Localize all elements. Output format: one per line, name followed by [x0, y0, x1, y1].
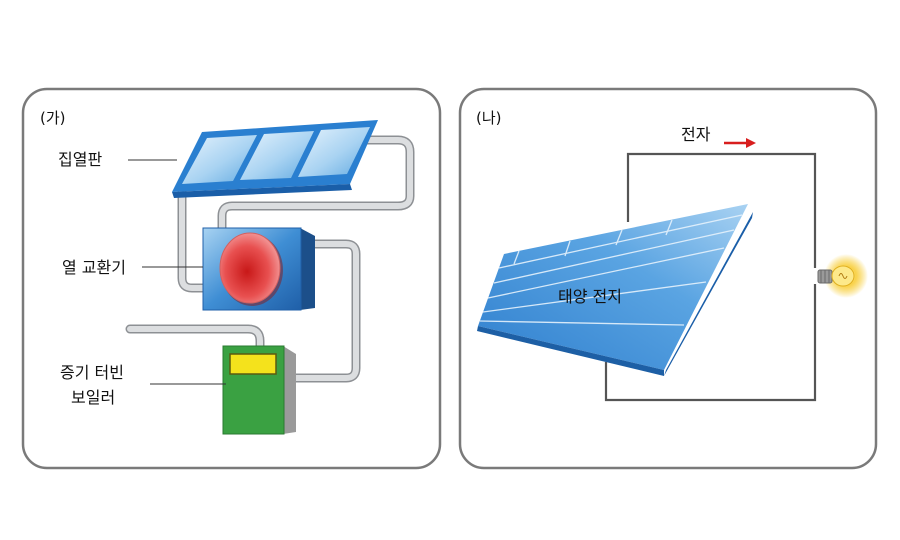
steam-turbine-label: 증기 터빈	[60, 363, 124, 382]
collector-label: 집열판	[58, 150, 102, 169]
solar-cell	[477, 204, 753, 376]
panel-a-tag: (가)	[40, 109, 66, 127]
heat-exchanger-label: 열 교환기	[62, 258, 126, 277]
boiler-label: 보일러	[71, 388, 115, 407]
panel-b-tag: (나)	[476, 109, 502, 127]
boiler	[222, 345, 296, 435]
pipes	[125, 135, 415, 383]
panel-a: (가)	[21, 87, 442, 470]
light-bulb-icon	[817, 254, 868, 298]
panel-b: (나) 태양 전지 전자	[458, 87, 878, 470]
solar-collector	[172, 120, 378, 198]
leader-lines	[128, 159, 226, 385]
circuit-wire	[626, 152, 817, 268]
right-arrow-icon	[724, 138, 756, 148]
circuit-wire-bottom	[604, 284, 817, 402]
solar-cell-label: 태양 전지	[558, 287, 622, 306]
heat-exchanger	[202, 227, 315, 311]
electron-label: 전자	[681, 125, 711, 144]
